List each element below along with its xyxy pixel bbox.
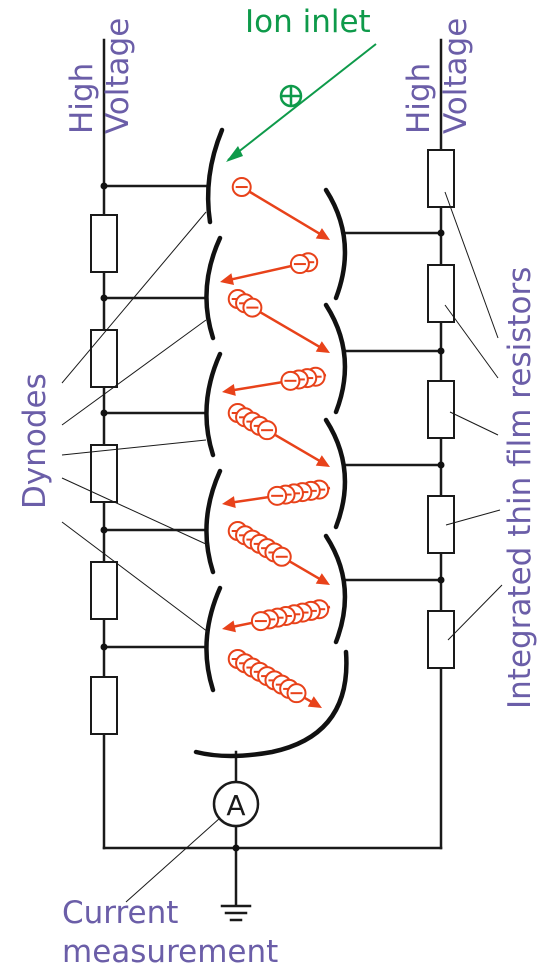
- cascade-stage-6: [222, 479, 331, 509]
- right-resistor-5: [427, 610, 455, 669]
- electron-icon: [267, 485, 288, 506]
- ground-icon: [220, 904, 252, 922]
- cascade-stage-2: [220, 252, 319, 286]
- dynode-9: [204, 585, 223, 693]
- electron-icon: [231, 177, 252, 198]
- high-voltage-left-line2: Voltage: [100, 18, 136, 134]
- cascade-stage-4: [222, 366, 327, 396]
- cascade-stage-1: [231, 177, 330, 240]
- cascade-stage-5: [227, 403, 330, 467]
- left-resistor-1: [90, 214, 118, 273]
- right-resistor-3: [427, 380, 455, 439]
- dynode-6: [323, 417, 348, 530]
- left-resistor-5: [90, 676, 118, 735]
- high-voltage-left-line1: High: [64, 63, 100, 134]
- current-label-line2: measurement: [62, 934, 278, 970]
- electron-icon: [280, 370, 301, 391]
- cascade-stage-7: [227, 521, 330, 585]
- left-resistor-4: [90, 561, 118, 620]
- collector-anode: [193, 649, 349, 759]
- ion-inlet-label: Ion inlet: [245, 4, 371, 40]
- resistor-leaders: [444, 191, 503, 641]
- cascade-stage-3: [227, 289, 330, 353]
- dynode-4: [323, 302, 348, 415]
- measurement-circuit: A: [102, 750, 443, 922]
- resistors-label: Integrated thin film resistors: [502, 267, 538, 709]
- ammeter-leader: [125, 817, 221, 903]
- electron-icon: [289, 254, 310, 275]
- dynode-5: [204, 351, 223, 458]
- ammeter-label: A: [226, 789, 245, 822]
- electron-icon: [257, 420, 278, 441]
- left-resistor-2: [90, 329, 118, 388]
- right-rail: [344, 38, 455, 850]
- electron-icon: [250, 611, 271, 632]
- dynodes-label: Dynodes: [17, 373, 53, 509]
- electron-icon: [271, 546, 292, 567]
- current-label-line1: Current: [62, 895, 178, 931]
- dynode-8: [323, 533, 348, 645]
- dynodes: [193, 127, 349, 759]
- right-resistor-1: [427, 149, 455, 208]
- left-rail: [90, 38, 208, 850]
- electron-cascades: [220, 177, 331, 708]
- high-voltage-right-line1: High: [401, 63, 437, 134]
- electron-icon: [286, 683, 307, 704]
- dynode-leaders: [61, 211, 209, 633]
- dynode-3: [204, 235, 223, 341]
- right-resistor-4: [427, 495, 455, 554]
- right-resistor-2: [427, 264, 455, 323]
- cascade-stage-9: [227, 649, 322, 708]
- ion-inlet: Ion inlet: [226, 4, 377, 162]
- dynode-7: [204, 468, 223, 575]
- cascade-stage-8: [222, 599, 331, 633]
- dynode-2: [323, 187, 348, 301]
- high-voltage-right-line2: Voltage: [438, 18, 474, 134]
- ion-plus-icon: [279, 84, 303, 108]
- left-resistor-3: [90, 444, 118, 503]
- electron-icon: [242, 297, 263, 318]
- ammeter-icon: A: [212, 780, 260, 828]
- dynode-1: [205, 127, 225, 225]
